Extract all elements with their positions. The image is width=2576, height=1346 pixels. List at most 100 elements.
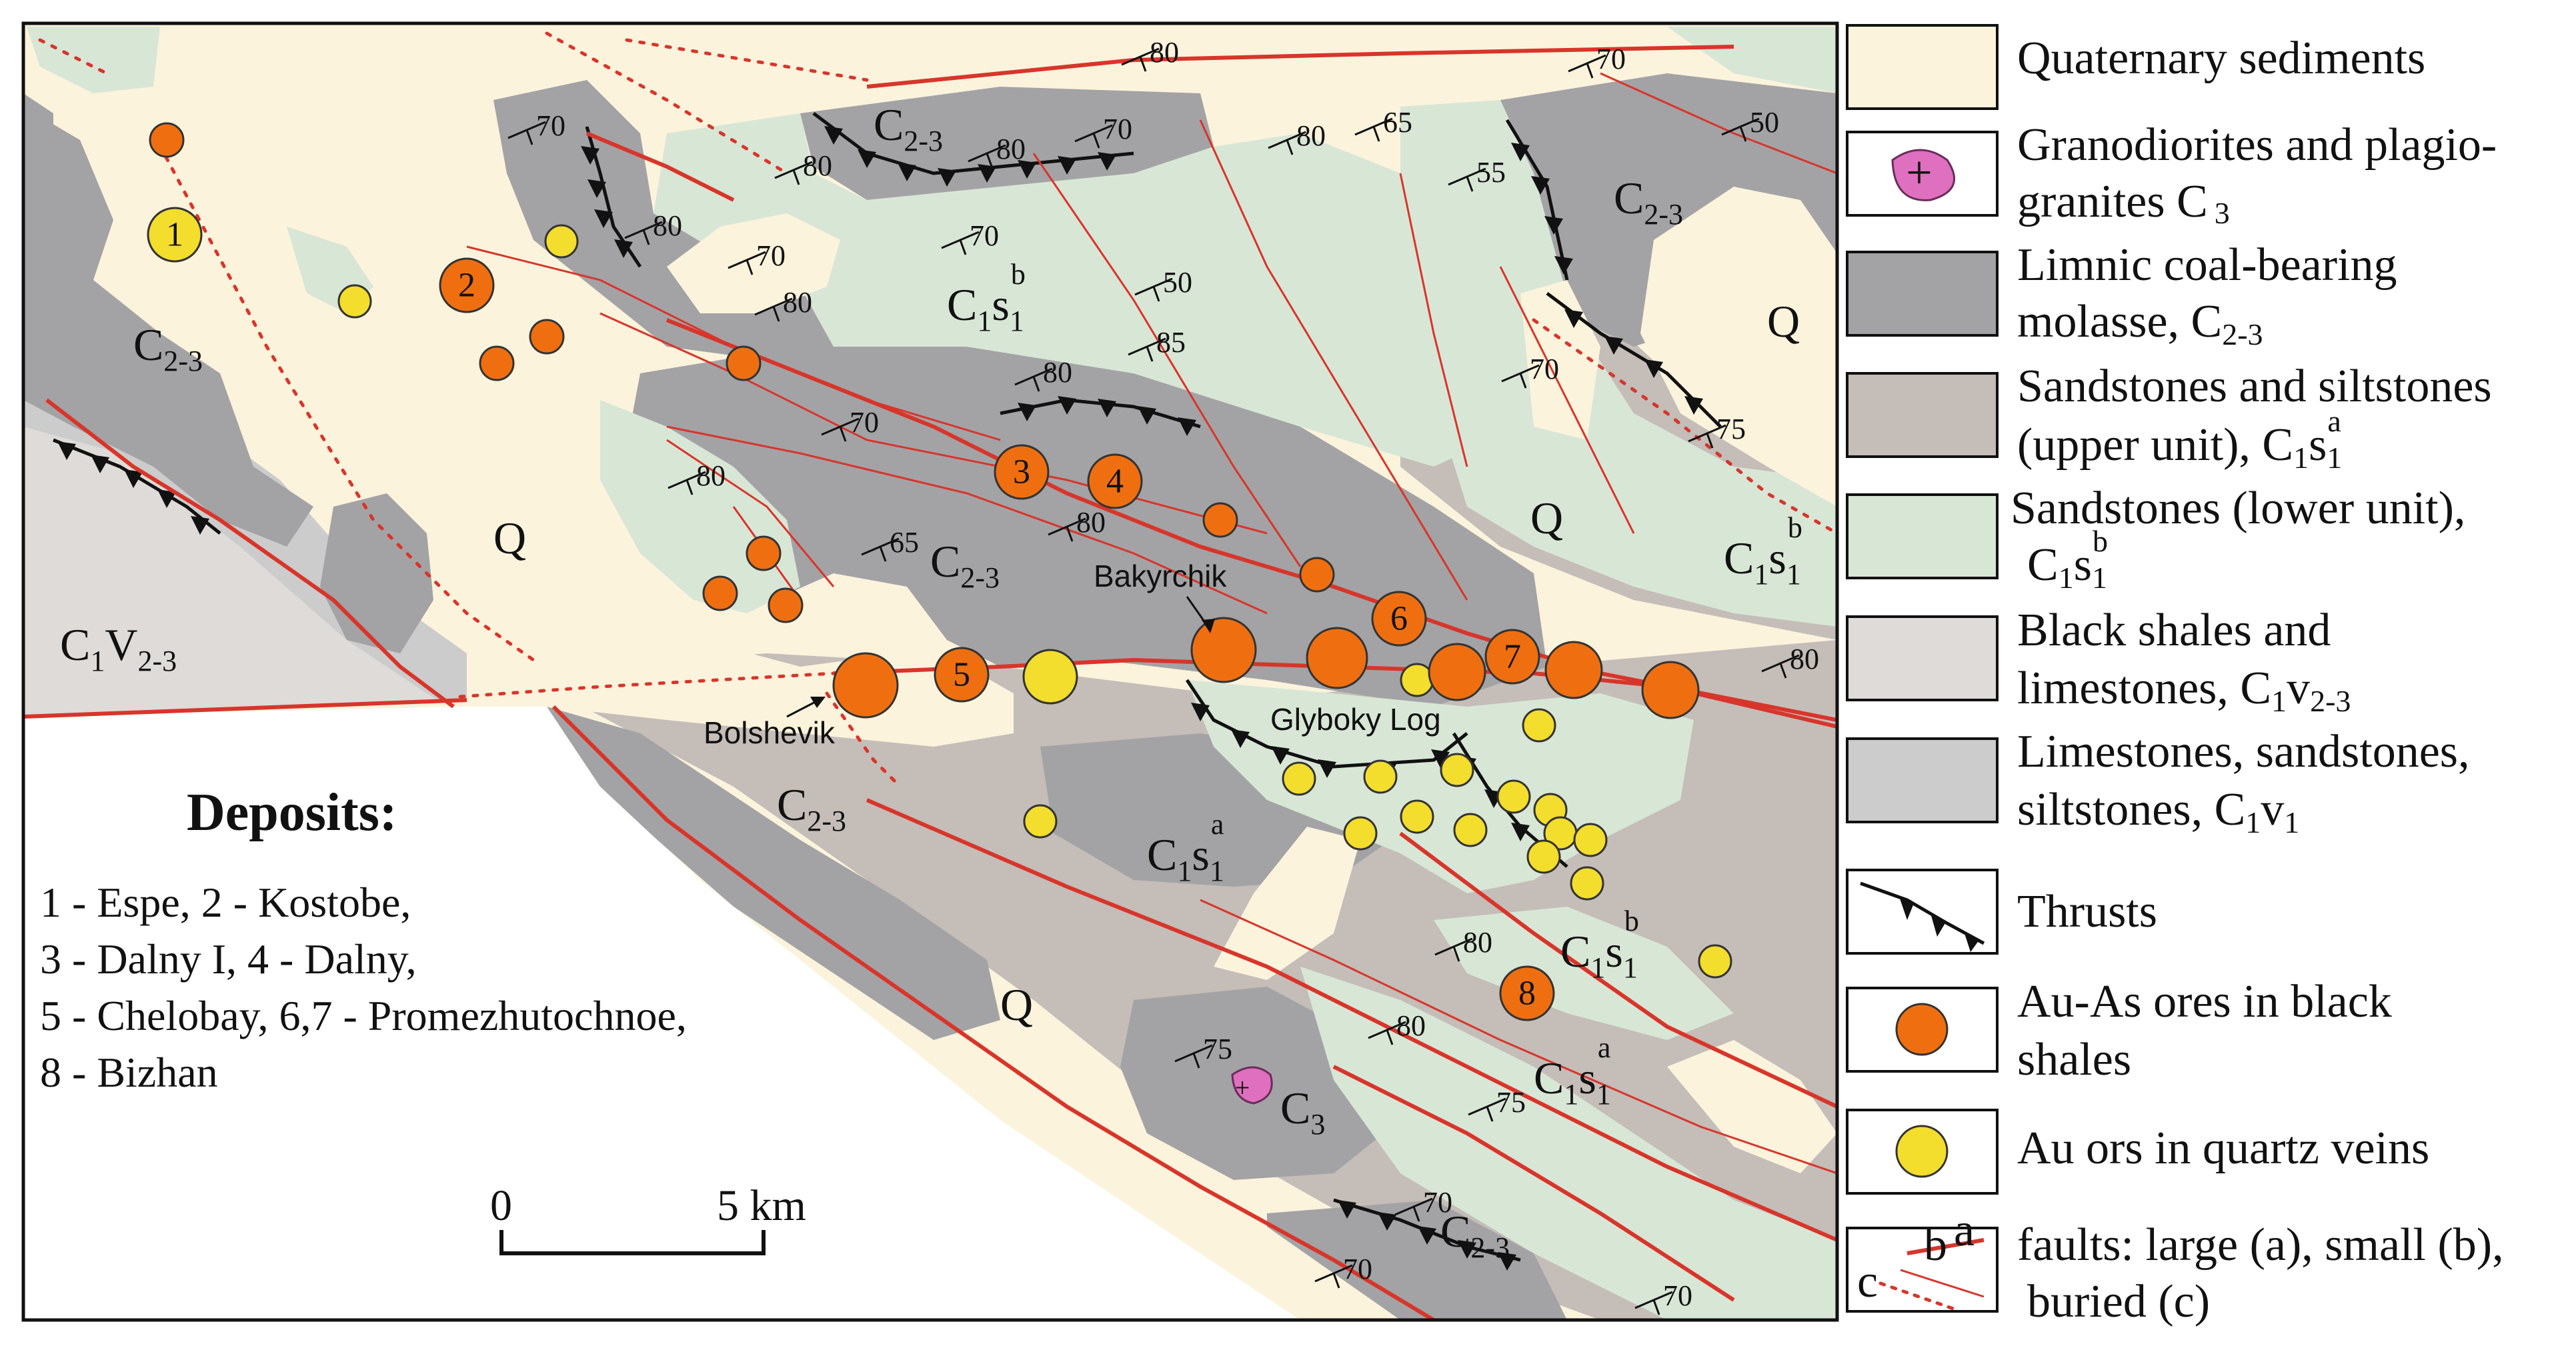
thrust-tooth-icon [1378, 1212, 1396, 1231]
thrust-tooth-icon [898, 163, 916, 181]
dip-tick [1519, 373, 1527, 389]
legend-label-black-1: Black shales and [2017, 605, 2331, 656]
thrust-tooth-icon [1930, 913, 1946, 937]
deposits-line-4: 8 - Bizhan [40, 1049, 218, 1096]
dip-value: 75 [1496, 1086, 1526, 1119]
thrust-line [1333, 1198, 1521, 1262]
legend-label-sand-upper-1: Sandstones and siltstones [2017, 361, 2492, 412]
dip-symbol: 80 [774, 149, 832, 185]
legend-label-faults-1: faults: large (a), small (b), [2017, 1219, 2504, 1271]
au-as-ore-marker [479, 345, 515, 381]
granite-body [1231, 1066, 1273, 1105]
au-quartz-vein-markers [337, 224, 1732, 979]
scale-bar-line [499, 1230, 766, 1255]
scale-bar: 0 5 km [490, 1181, 806, 1255]
thrust-tooth-icon [614, 239, 633, 258]
sandstone-lower-ne-top [1667, 27, 1837, 93]
legend-swatch-black-shales [1846, 615, 1999, 701]
thrust-tooth-icon [1418, 1226, 1436, 1245]
thrust-tooth-icon [1498, 1252, 1516, 1271]
thrust-tooth-icon [938, 168, 956, 187]
fault-buried [38, 38, 109, 75]
quaternary-east-valley [1640, 187, 1837, 507]
dip-value: 70 [1530, 353, 1559, 385]
dip-value: 80 [1790, 643, 1819, 675]
thrust-tooth-icon [858, 149, 876, 168]
legend-fault-buried [1878, 1281, 1959, 1312]
au-quartz-vein-marker [1526, 839, 1561, 874]
callout-bakyrchik: Bakyrchik [1094, 559, 1227, 593]
dip-tick [1066, 526, 1074, 542]
thrust-tooth-icon [1684, 396, 1703, 415]
fault-buried [825, 691, 902, 789]
dip-tick [686, 479, 694, 495]
legend-fault-a-label: a [1954, 1205, 1975, 1256]
legend-label-granite-1: Granodiorites and plagio- [2017, 119, 2497, 171]
unit-label-c1v23: C1V2-3 [60, 619, 177, 677]
legend-label-au: Au ors in quartz veins [2017, 1123, 2429, 1174]
deposit-2-marker [439, 257, 495, 313]
fault-large [866, 798, 1837, 1242]
thrust-tooth-icon [1318, 759, 1336, 778]
molasse-far-west-edge [23, 93, 53, 173]
fault-large [1399, 831, 1837, 1109]
dip-symbol: 75 [1688, 413, 1746, 449]
deposits-box: Deposits: 1 - Espe, 2 - Kostobe, 3 - Dal… [40, 783, 687, 1096]
thrust-tooth-icon [1018, 160, 1036, 179]
fault-large [1332, 1065, 1735, 1302]
dip-symbol: 80 [1268, 119, 1326, 155]
au-as-ore-marker [726, 345, 762, 381]
au-quartz-vein-marker [1363, 759, 1398, 794]
unit-label-c23: C2-3 [133, 319, 203, 377]
legend-label-lime-2: siltstones, C1v1 [2017, 784, 2299, 839]
dip-value: 80 [1396, 1009, 1426, 1042]
legend-label-sand-upper-2: (upper unit), C1s1a [2017, 404, 2342, 475]
dip-symbol: 80 [1048, 506, 1106, 542]
au-as-ore-marker [702, 575, 738, 611]
legend-label-limnic-2: molasse, C2-3 [2017, 296, 2263, 351]
dip-value: 70 [536, 109, 565, 142]
dip-tick [959, 239, 967, 255]
dip-value: 80 [696, 459, 726, 492]
legend-label-auas-1: Au-As ores in black [2017, 976, 2392, 1027]
deposit-5-marker [934, 647, 990, 703]
dip-value: 70 [850, 406, 879, 439]
dip-tick [1032, 376, 1040, 392]
deposit-5-number: 5 [953, 656, 970, 694]
legend-swatch-limnic [1846, 251, 1999, 337]
unit-label-c23: C2-3 [777, 779, 846, 837]
fault-buried [458, 671, 836, 699]
unit-label-c23: C2-3 [930, 536, 1000, 594]
thrust-tooth-icon [1191, 703, 1210, 721]
deposit-8-marker [1499, 965, 1555, 1021]
fault-small [1499, 266, 1635, 534]
unit-label-c1s1a: C1s1a [1534, 1031, 1611, 1111]
au-as-ore-marker [1641, 661, 1700, 719]
dip-value: 80 [653, 209, 682, 242]
deposit-4-marker [1087, 453, 1143, 509]
unit-label-q: Q [1530, 493, 1563, 543]
thrust-tooth-icon [1098, 152, 1116, 171]
fault-small [1600, 72, 1837, 175]
dip-symbol: 70 [821, 406, 879, 442]
dip-symbol: 70 [1394, 1186, 1452, 1222]
numbered-deposits: 1 2 3 4 5 6 7 8 [147, 207, 1555, 1021]
au-quartz-vein-marker [1440, 753, 1474, 787]
fault-buried [1532, 318, 1837, 535]
unit-label-c1s1b: C1s1b [1724, 511, 1802, 591]
deposit-3-marker [994, 444, 1050, 500]
granite-cross-icon: + [1235, 1073, 1250, 1103]
thrust-tooth-icon [581, 146, 599, 165]
legend-au-marker [1895, 1125, 1949, 1178]
dip-symbol: 70 [941, 219, 999, 255]
dip-value: 70 [1103, 113, 1132, 145]
unit-label-c3: C3 [1280, 1083, 1325, 1141]
dip-symbol: 70 [1501, 353, 1559, 389]
au-quartz-vein-marker [1022, 649, 1078, 705]
dip-symbol: 80 [668, 459, 726, 495]
dip-value: 55 [1476, 156, 1506, 189]
thrust-tooth-icon [594, 209, 613, 228]
legend-label-black-2: limestones, C1v2-3 [2017, 663, 2351, 718]
